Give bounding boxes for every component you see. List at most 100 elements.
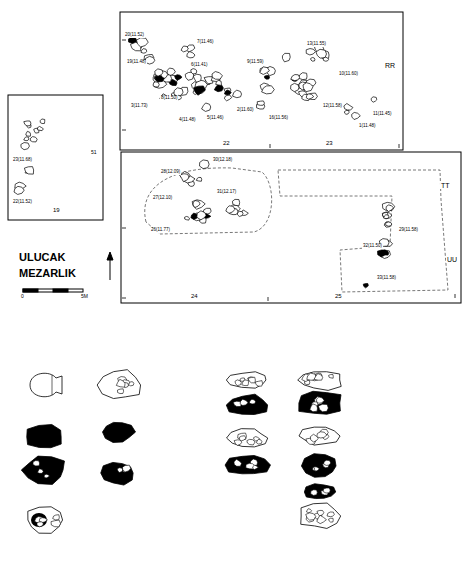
- stone: [344, 110, 349, 114]
- grave-number: 23(11.68): [12, 158, 33, 163]
- stone: [363, 284, 368, 288]
- scale-label: 5M: [80, 294, 89, 299]
- find-drawing: [298, 372, 341, 391]
- stone: [30, 137, 37, 142]
- stone: [291, 75, 300, 81]
- find-drawing: [301, 454, 336, 478]
- stone: [24, 121, 31, 126]
- stone: [298, 73, 307, 80]
- stone: [306, 49, 315, 55]
- stone: [202, 103, 211, 111]
- find-drawing: [30, 373, 62, 396]
- stone: [196, 177, 201, 181]
- stone: [323, 57, 329, 61]
- grave-number: 33(11.58): [376, 276, 397, 281]
- stone: [384, 215, 389, 219]
- stone: [180, 174, 189, 182]
- grave-number: 32(11.50): [362, 244, 383, 249]
- stone: [260, 67, 270, 75]
- north-arrow: [107, 252, 113, 280]
- grid-label: 51: [90, 150, 98, 155]
- find-drawings: [21, 370, 341, 534]
- grid-label: TT: [440, 182, 451, 189]
- grave-number: 8(11.50): [160, 96, 178, 101]
- grave-number: 6(11.41): [190, 63, 208, 68]
- grave-number: 16(11.56): [268, 116, 289, 121]
- grid-label: UU: [446, 256, 458, 263]
- grave-number: 10(11.60): [338, 72, 359, 77]
- grave-number: 1(11.48): [358, 124, 376, 129]
- grid-label: 24: [190, 293, 199, 299]
- find-drawing: [301, 503, 341, 528]
- find-drawing: [28, 507, 63, 534]
- find-drawing: [299, 427, 340, 445]
- stone: [224, 95, 231, 101]
- stone: [232, 199, 239, 205]
- grave-number: 29(11.58): [398, 228, 419, 233]
- scale-bar: [23, 289, 83, 292]
- stone: [155, 69, 163, 76]
- stone: [257, 101, 264, 105]
- grid-label: 22: [222, 140, 231, 146]
- grid-label: 23: [325, 140, 334, 146]
- stone: [193, 74, 201, 82]
- grave-number: 5(11.46): [206, 116, 224, 121]
- trench-frame: [120, 12, 403, 150]
- stone: [187, 52, 195, 58]
- stone: [216, 80, 222, 85]
- stone: [233, 90, 242, 98]
- stone: [181, 46, 188, 52]
- stone: [386, 205, 393, 212]
- stone: [383, 250, 388, 255]
- trench-frame: [8, 95, 103, 220]
- grave-pit-outline: [145, 168, 448, 292]
- stone: [40, 119, 45, 124]
- map-title: MEZARLIK: [18, 268, 77, 280]
- grave-number: 19(11.48): [126, 60, 147, 65]
- grave-number: 3(11.73): [130, 104, 148, 109]
- grave-number: 9(11.59): [246, 60, 264, 65]
- stone: [175, 75, 182, 81]
- stone: [14, 186, 24, 194]
- stone: [185, 216, 190, 220]
- find-drawing: [27, 425, 61, 448]
- grave-number: 22(11.52): [12, 200, 33, 205]
- grid-marks: [122, 40, 455, 301]
- map-title: ULUCAK: [18, 252, 66, 264]
- stone: [386, 222, 392, 226]
- stone: [352, 112, 361, 119]
- stone: [153, 82, 159, 87]
- grave-number: 20(11.52): [124, 33, 145, 38]
- grave-number: 13(11.55): [306, 42, 327, 47]
- stone: [282, 53, 290, 62]
- find-drawing: [226, 372, 266, 388]
- find-drawing: [102, 422, 135, 442]
- stone: [37, 126, 43, 130]
- grave-number: 30(12.18): [212, 158, 233, 163]
- grave-number: 12(11.58): [322, 104, 343, 109]
- stone: [226, 206, 235, 214]
- stone: [137, 38, 149, 47]
- find-drawing: [21, 456, 64, 484]
- stone: [264, 75, 269, 79]
- stone: [306, 94, 313, 99]
- grave-number: 27(12.10): [152, 196, 173, 201]
- stone: [262, 86, 275, 94]
- stone: [26, 131, 31, 136]
- stone: [194, 86, 206, 95]
- find-drawing: [97, 370, 140, 399]
- stone: [291, 83, 299, 91]
- stone: [384, 222, 391, 227]
- find-drawing: [101, 462, 133, 485]
- stone: [371, 97, 377, 102]
- stone: [377, 250, 387, 257]
- stone: [224, 90, 231, 95]
- stone: [192, 200, 205, 209]
- stone: [21, 143, 30, 150]
- grid-label: 19: [52, 207, 61, 213]
- stone: [382, 212, 391, 219]
- stone: [193, 201, 200, 208]
- grid-label: 25: [334, 293, 343, 299]
- stone: [191, 69, 197, 74]
- stone: [200, 160, 210, 169]
